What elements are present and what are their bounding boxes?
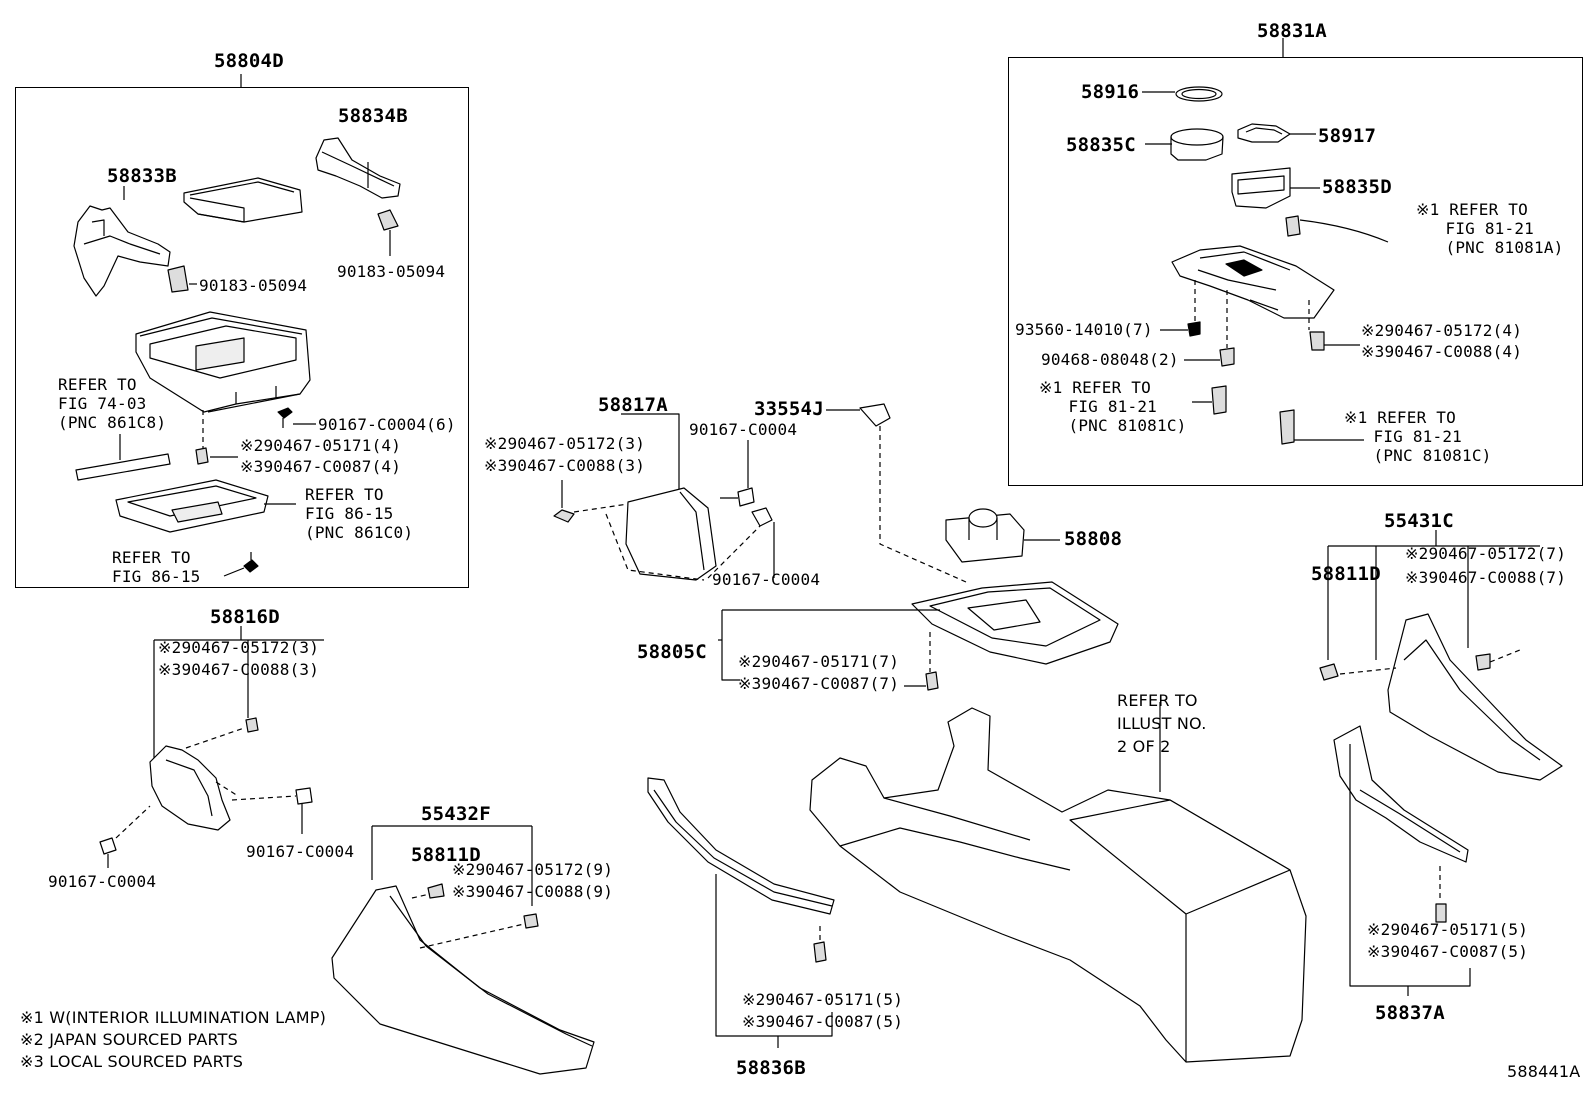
group-58816D-label: 58816D xyxy=(210,606,280,628)
refer-fig-81-21: ※1 REFER TO FIG 81-21 (PNC 81081A) xyxy=(1416,200,1564,257)
group-58805C-parts xyxy=(718,403,1119,691)
part-58811D-label: 58811D xyxy=(1311,563,1381,585)
part-90467-label: ※390467-C0087(5) xyxy=(1367,942,1529,961)
group-58831A-label: 58831A xyxy=(1257,20,1327,42)
group-58817A-parts xyxy=(553,413,775,581)
footnote-2: ※2 JAPAN SOURCED PARTS xyxy=(20,1030,239,1049)
part-93560-label: 93560-14010(7) xyxy=(1015,320,1153,339)
console-body xyxy=(809,702,1307,1063)
refer-fig-74-03: REFER TO FIG 74-03 (PNC 861C8) xyxy=(58,375,167,432)
footnote-1: ※1 W(INTERIOR ILLUMINATION LAMP) xyxy=(20,1008,327,1027)
part-90467-label: ※290467-05171(5) xyxy=(742,990,904,1009)
part-90167-label: 90167-C0004(6) xyxy=(318,415,456,434)
group-58831A-parts xyxy=(1142,38,1389,445)
part-33554J-label: 33554J xyxy=(754,398,824,420)
group-58805C-label: 58805C xyxy=(637,641,707,663)
part-90467-label: ※390467-C0088(3) xyxy=(158,660,320,679)
part-90467-label: ※290467-05171(5) xyxy=(1367,920,1529,939)
part-90467-label: ※390467-C0087(5) xyxy=(742,1012,904,1031)
part-58833B-label: 58833B xyxy=(107,165,177,187)
refer-fig-81-21: ※1 REFER TO FIG 81-21 (PNC 81081C) xyxy=(1039,378,1187,435)
refer-fig-86-15: REFER TO FIG 86-15 (PNC 861C0) xyxy=(305,485,414,542)
figure-id: 588441A xyxy=(1507,1062,1581,1081)
group-58804D-parts xyxy=(73,74,401,577)
refer-fig-86-15: REFER TO FIG 86-15 xyxy=(112,548,201,586)
group-58804D-frame xyxy=(15,87,469,588)
part-90467-label: ※390467-C0088(3) xyxy=(484,456,646,475)
group-58804D-label: 58804D xyxy=(214,50,284,72)
group-58836B-label: 58836B xyxy=(736,1057,806,1079)
part-90467-label: ※290467-05172(4) xyxy=(1361,321,1523,340)
part-90467-label: ※290467-05171(4) xyxy=(240,436,402,455)
part-58811D-label: 58811D xyxy=(411,844,481,866)
part-90467-label: ※290467-05172(3) xyxy=(158,638,320,657)
part-90167-label: 90167-C0004 xyxy=(689,420,798,439)
part-90167-label: 90167-C0004 xyxy=(246,842,355,861)
refer-illust-2-of-2: REFER TO ILLUST NO. 2 OF 2 xyxy=(1117,691,1207,756)
part-90467-label: ※390467-C0087(4) xyxy=(240,457,402,476)
footnote-3: ※3 LOCAL SOURCED PARTS xyxy=(20,1052,244,1071)
part-90467-label: ※390467-C0087(7) xyxy=(738,674,900,693)
part-90467-label: ※290467-05171(7) xyxy=(738,652,900,671)
part-90183-label: 90183-05094 xyxy=(199,276,308,295)
part-90183-label: 90183-05094 xyxy=(337,262,446,281)
part-90167-label: 90167-C0004 xyxy=(48,872,157,891)
group-58816D-parts xyxy=(99,626,324,868)
group-55432F-parts xyxy=(331,825,595,1075)
part-90467-label: ※390467-C0088(7) xyxy=(1405,568,1567,587)
part-90467-label: ※290467-05172(7) xyxy=(1405,544,1567,563)
part-58835C-label: 58835C xyxy=(1066,134,1136,156)
part-58917-label: 58917 xyxy=(1318,125,1377,147)
part-90468-label: 90468-08048(2) xyxy=(1041,350,1179,369)
part-90467-label: ※290467-05172(3) xyxy=(484,434,646,453)
part-90467-label: ※390467-C0088(4) xyxy=(1361,342,1523,361)
group-58831A-frame xyxy=(1008,57,1583,486)
group-58817A-label: 58817A xyxy=(598,394,668,416)
group-55431C-label: 55431C xyxy=(1384,510,1454,532)
part-90467-label: ※290467-05172(9) xyxy=(452,860,614,879)
part-90467-label: ※390467-C0088(9) xyxy=(452,882,614,901)
part-58916-label: 58916 xyxy=(1081,81,1140,103)
refer-fig-81-21: ※1 REFER TO FIG 81-21 (PNC 81081C) xyxy=(1344,408,1492,465)
part-58834B-label: 58834B xyxy=(338,105,408,127)
part-58835D-label: 58835D xyxy=(1322,176,1392,198)
part-58808-label: 58808 xyxy=(1064,528,1123,550)
group-55432F-label: 55432F xyxy=(421,803,491,825)
group-58836B-parts xyxy=(647,777,835,1048)
group-55431C-parts xyxy=(1319,530,1563,996)
part-90167-label: 90167-C0004 xyxy=(712,570,821,589)
group-58837A-label: 58837A xyxy=(1375,1002,1445,1024)
